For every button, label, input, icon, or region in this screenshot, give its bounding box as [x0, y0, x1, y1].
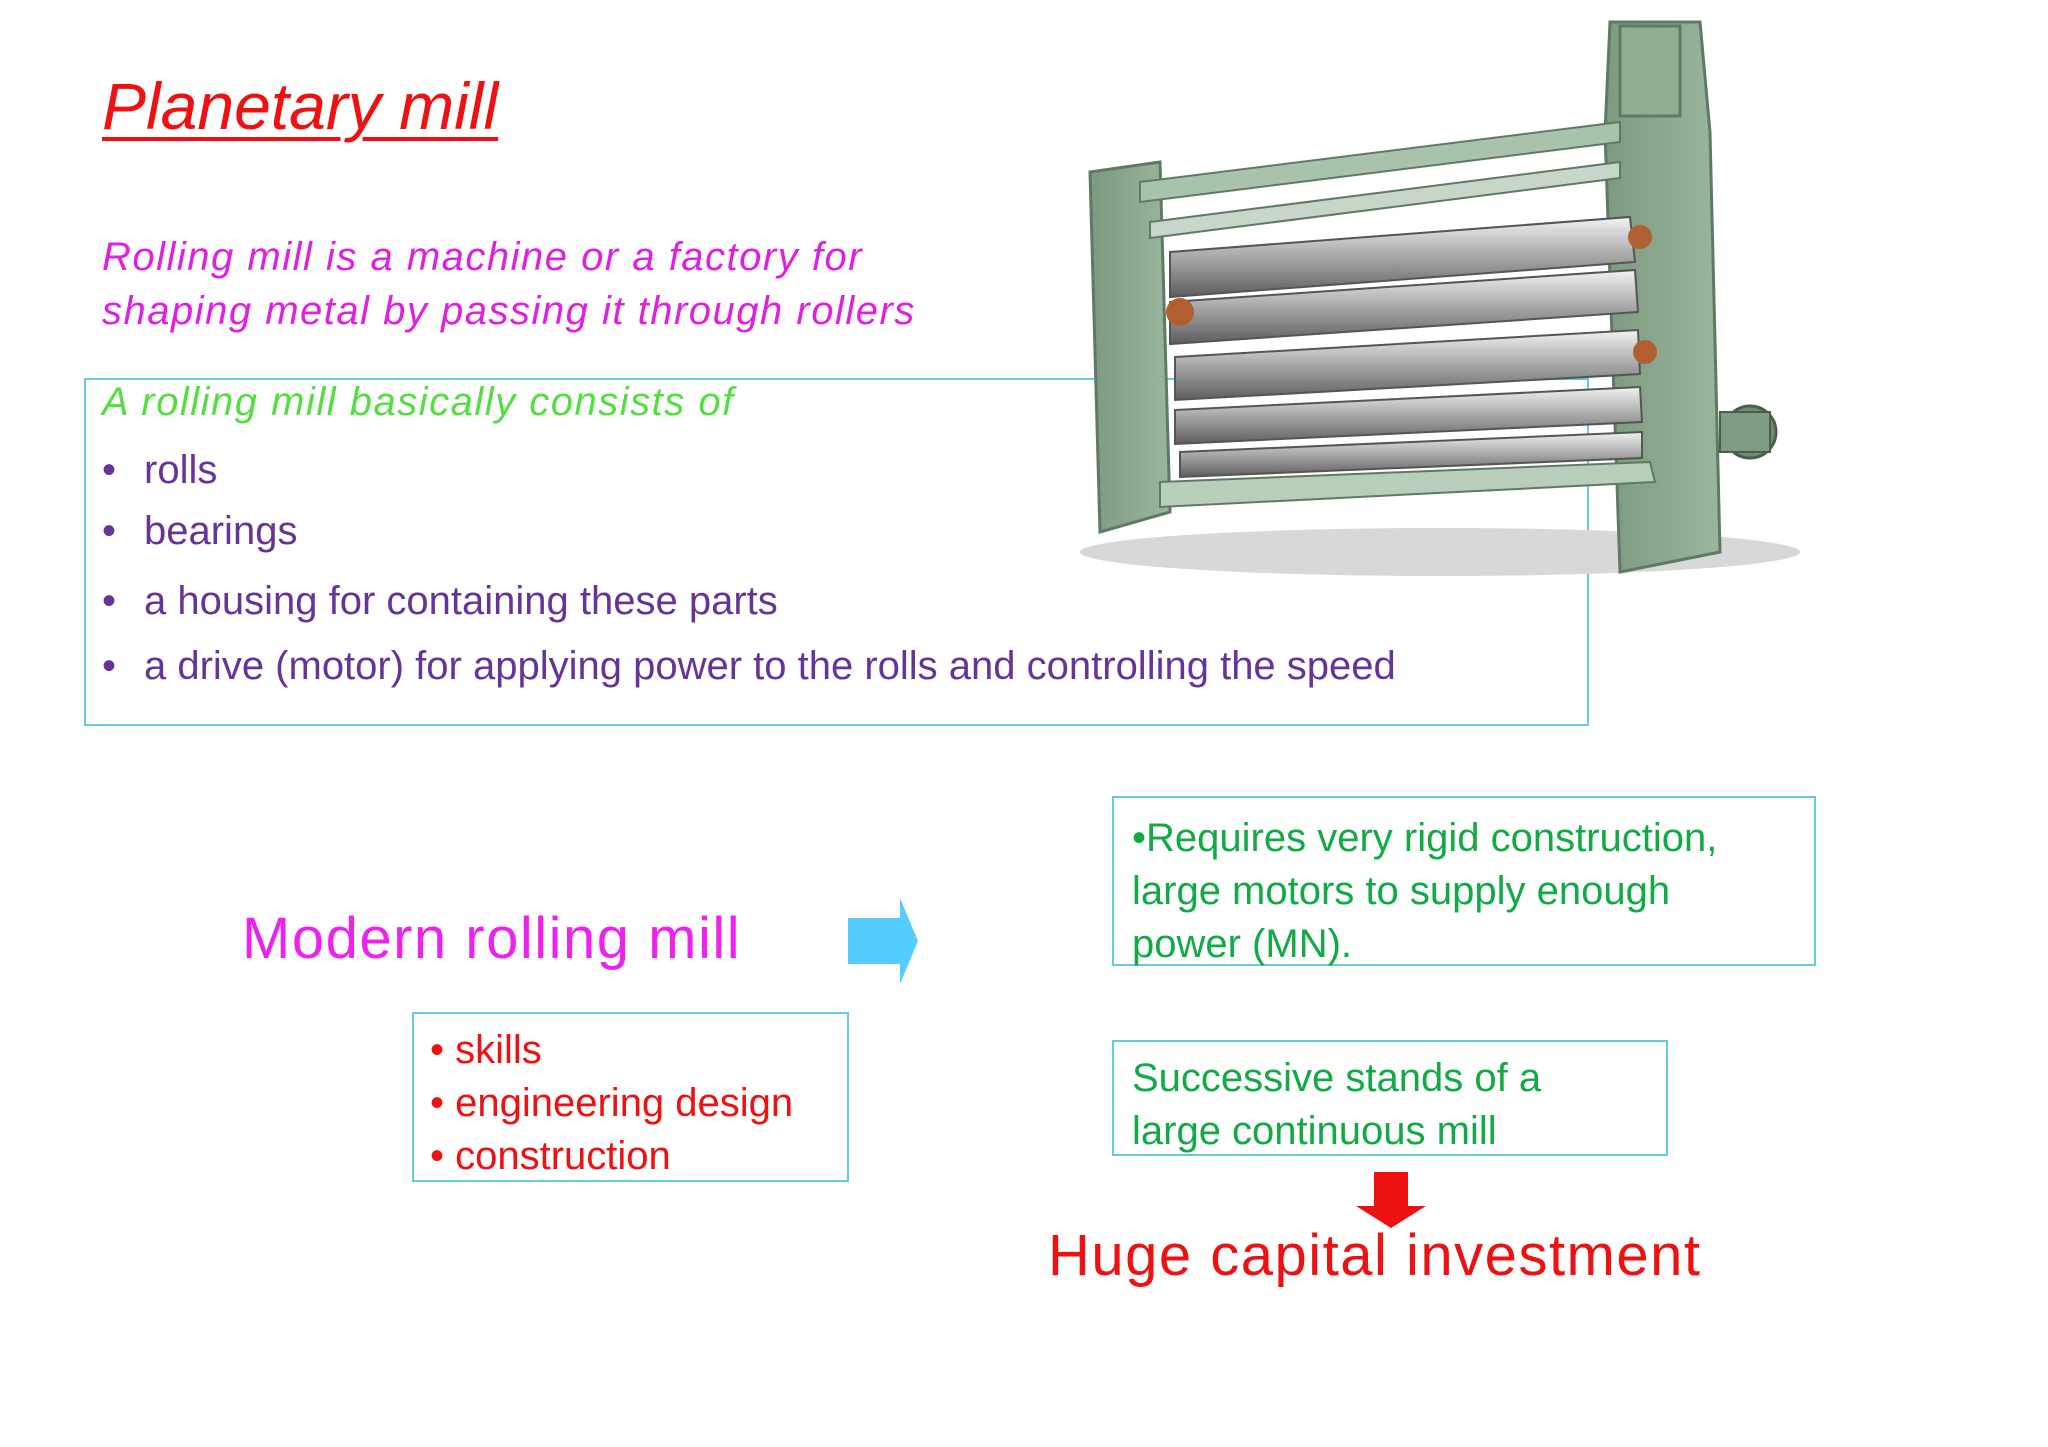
down-arrow-icon [1356, 1172, 1426, 1228]
components-heading: A rolling mill basically consists of [102, 380, 735, 424]
successive-line-2: large continuous mill [1132, 1109, 1497, 1153]
bullet: • [102, 448, 117, 492]
component-item: • a housing for containing these parts [102, 579, 778, 624]
capital-investment-label: Huge capital investment [1048, 1223, 1702, 1288]
requirements-line-1: •Requires very rigid construction, [1132, 816, 1718, 860]
bullet: • [102, 509, 117, 553]
component-label: a drive (motor) for applying power to th… [144, 644, 1396, 688]
definition-text: Rolling mill is a machine or a factory f… [102, 230, 916, 338]
skills-item: • engineering design [430, 1081, 794, 1125]
component-label: rolls [144, 448, 218, 492]
right-arrow-icon [848, 898, 918, 984]
component-item: • rolls [102, 448, 217, 493]
skills-item: • skills [430, 1028, 542, 1072]
definition-line-2: shaping metal by passing it through roll… [102, 289, 916, 333]
requirements-line-2: large motors to supply enough [1132, 869, 1671, 913]
modern-rolling-mill-label: Modern rolling mill [242, 906, 742, 971]
successive-stands-box: Successive stands of a large continuous … [1112, 1040, 1668, 1156]
component-label: a housing for containing these parts [144, 579, 778, 623]
component-label: bearings [144, 509, 298, 553]
skills-item: • construction [430, 1134, 671, 1178]
rolling-mill-machine-image [1080, 20, 1800, 576]
bullet: • [102, 644, 117, 688]
successive-line-1: Successive stands of a [1132, 1056, 1542, 1100]
component-item: • a drive (motor) for applying power to t… [102, 644, 1396, 689]
component-item: • bearings [102, 509, 297, 554]
requirements-box: •Requires very rigid construction, large… [1112, 796, 1816, 966]
skills-box: • skills • engineering design • construc… [412, 1012, 849, 1182]
bullet: • [102, 579, 117, 623]
definition-line-1: Rolling mill is a machine or a factory f… [102, 235, 864, 279]
requirements-line-3: power (MN). [1132, 922, 1353, 966]
page-title: Planetary mill [102, 69, 499, 143]
